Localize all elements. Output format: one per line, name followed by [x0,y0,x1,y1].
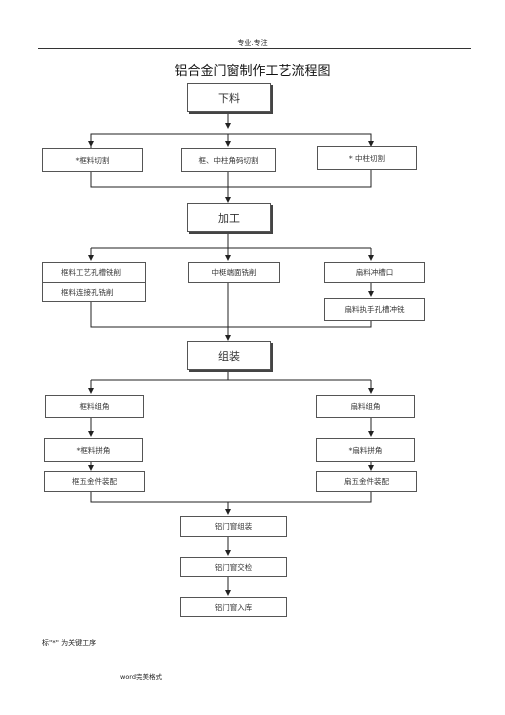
window-store-box: 铝门窗入库 [180,597,287,617]
key-process-note: 标"*" 为关键工序 [42,639,97,647]
sash-notch-box: 扇料冲槽口 [324,262,425,283]
sash-corner-join-box: *扇料拼角 [316,438,415,462]
page-header: 专业.专注 [237,39,268,47]
window-assemble-box: 铝门窗组装 [180,516,287,537]
sash-corner-box: 扇料组角 [316,395,415,418]
frame-hardware-box: 框五金件装配 [44,471,145,492]
merge-line-assembly [90,492,372,503]
sash-handle-slot-box: 扇料执手孔槽冲铣 [324,298,425,321]
center-post-cut-box: * 中柱切割 [317,146,417,170]
stage-assemble-box: 组装 [187,341,271,370]
merge-line-cutting [90,170,372,188]
footer-text: word完美格式 [120,673,162,681]
stage-process-box: 加工 [187,203,271,232]
header-rule [38,48,471,49]
frame-connect-hole-box: 框料连接孔铣削 [42,282,146,302]
sash-hardware-box: 扇五金件装配 [316,471,417,492]
frame-hole-slot-box: 框料工艺孔槽铣削 [42,262,146,283]
stage-cut-box: 下料 [187,83,271,112]
page-title: 铝合金门窗制作工艺流程图 [174,64,331,79]
mullion-cut-box: 框、中柱角码切割 [181,148,276,172]
frame-cut-box: *框料切割 [42,148,143,172]
mid-end-mill-box: 中梃端面铣削 [188,262,280,283]
merge-line-processing [90,302,372,328]
frame-corner-box: 框料组角 [45,395,144,418]
frame-corner-join-box: *框料拼角 [44,438,143,462]
window-inspect-box: 铝门窗交检 [180,557,287,577]
